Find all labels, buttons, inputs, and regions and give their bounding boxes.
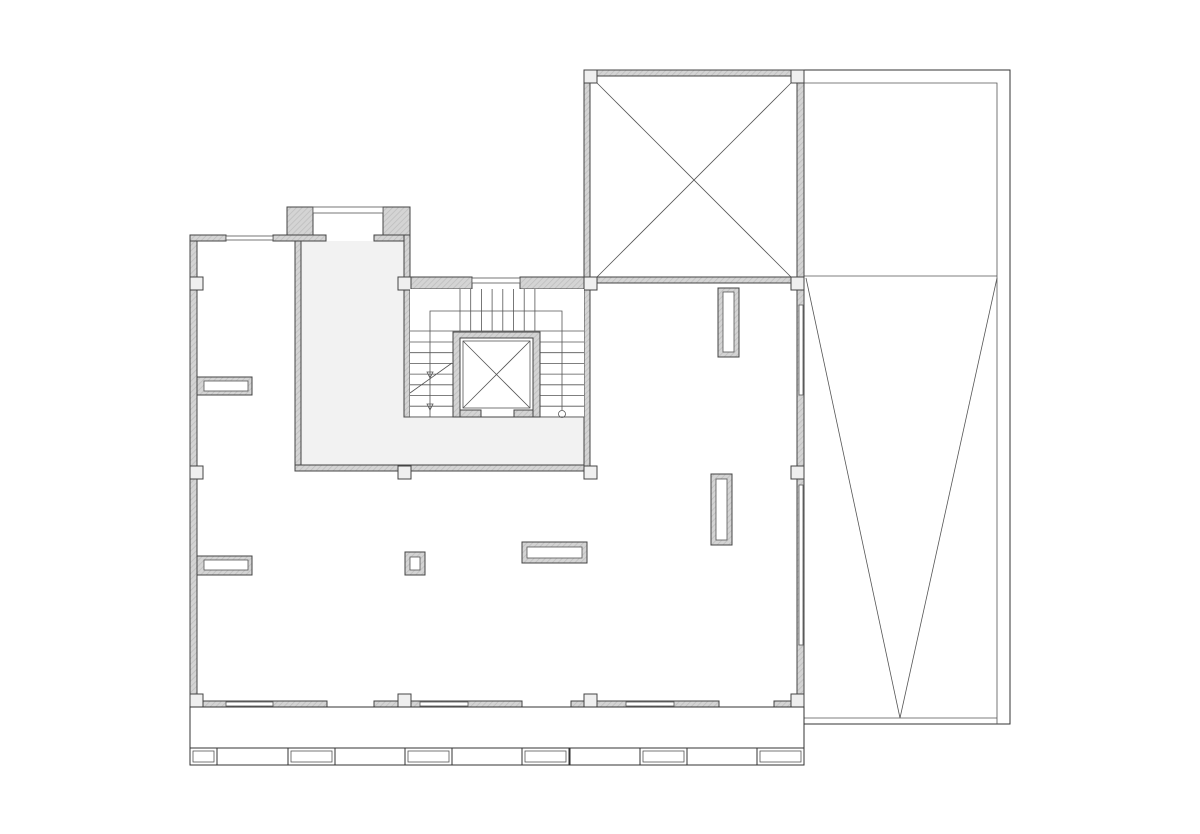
planter xyxy=(639,747,688,766)
elevator-shaft xyxy=(452,331,541,418)
planter xyxy=(189,747,218,766)
planter xyxy=(287,747,336,766)
planter xyxy=(404,747,453,766)
planter-inner xyxy=(524,750,567,763)
planter xyxy=(756,747,805,766)
pilasters xyxy=(196,287,740,576)
planter-inner xyxy=(642,750,685,763)
lobby-area xyxy=(301,241,584,465)
exterior-ramp-area xyxy=(803,69,1011,725)
planter-inner xyxy=(290,750,333,763)
planter-inner xyxy=(759,750,802,763)
balcony xyxy=(189,706,805,766)
planter-inner xyxy=(192,750,215,763)
void-opening xyxy=(596,82,792,278)
planter-inner xyxy=(407,750,450,763)
columns xyxy=(189,69,805,708)
planter xyxy=(521,747,570,766)
